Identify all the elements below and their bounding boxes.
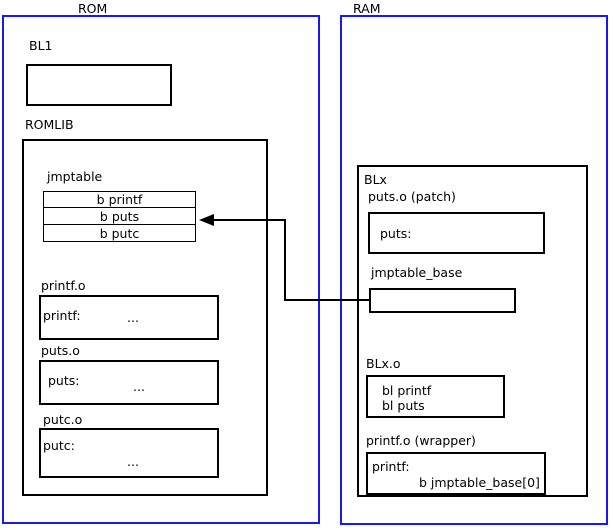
blx-section-box-printf-wrapper: printf: b jmptable_base[0] bbox=[366, 452, 546, 495]
blxo-instruction-puts: bl puts bbox=[382, 398, 425, 413]
jmptable-entry-puts[interactable]: b puts bbox=[43, 207, 196, 225]
romlib-object-symbol-putc: putc: bbox=[43, 438, 75, 453]
bl1-box bbox=[26, 64, 172, 106]
romlib-object-symbol-puts: puts: bbox=[48, 373, 80, 388]
romlib-object-label-printf: printf.o bbox=[41, 278, 86, 293]
printf-wrapper-branch: b jmptable_base[0] bbox=[419, 475, 540, 490]
romlib-object-body-puts: ... bbox=[133, 379, 145, 394]
blx-label: BLx bbox=[364, 172, 387, 187]
romlib-object-box-printf: printf: ... bbox=[39, 295, 219, 340]
romlib-object-body-printf: ... bbox=[127, 310, 139, 325]
ram-region-title: RAM bbox=[353, 1, 381, 16]
romlib-object-label-puts: puts.o bbox=[41, 343, 80, 358]
romlib-object-label-putc: putc.o bbox=[43, 412, 83, 427]
jmptable-entry-putc[interactable]: b putc bbox=[43, 224, 196, 242]
blx-section-box-jmptable-base bbox=[369, 288, 516, 313]
blx-section-symbol-puts: puts: bbox=[380, 226, 412, 241]
jmptable-label: jmptable bbox=[47, 169, 103, 184]
romlib-label: ROMLIB bbox=[25, 117, 74, 132]
blx-section-label-puts-patch: puts.o (patch) bbox=[368, 189, 456, 204]
romlib-object-symbol-printf: printf: bbox=[43, 308, 81, 323]
blx-section-box-blxo: bl printf bl puts bbox=[366, 375, 505, 418]
jmptable-entry-printf[interactable]: b printf bbox=[43, 191, 196, 208]
romlib-object-box-putc: putc: ... bbox=[39, 428, 219, 478]
blx-section-label-jmptable-base: jmptable_base bbox=[371, 265, 463, 280]
blx-section-label-blxo: BLx.o bbox=[366, 356, 401, 371]
romlib-object-box-puts: puts: ... bbox=[39, 360, 219, 405]
rom-region-title: ROM bbox=[78, 1, 108, 16]
blx-section-box-puts-patch: puts: bbox=[368, 212, 545, 254]
romlib-object-body-putc: ... bbox=[127, 454, 139, 469]
blxo-instruction-printf: bl printf bbox=[382, 383, 432, 398]
blx-section-label-printf-wrapper: printf.o (wrapper) bbox=[366, 433, 476, 448]
printf-wrapper-symbol: printf: bbox=[372, 459, 410, 474]
bl1-label: BL1 bbox=[29, 38, 53, 53]
